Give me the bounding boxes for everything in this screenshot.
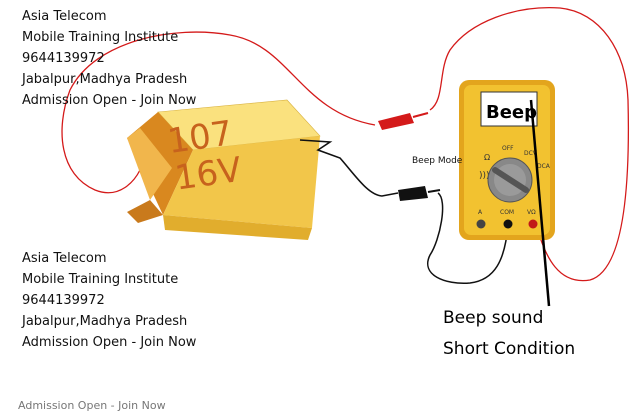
black-probe: [398, 186, 441, 201]
info-line: Admission Open - Join Now: [22, 93, 197, 108]
dial-label-dca: DCA: [537, 163, 551, 170]
dial-pointer: [492, 167, 529, 193]
info-line: Asia Telecom: [22, 9, 107, 24]
black-probe-wire: [427, 192, 509, 284]
info-line: Jabalpur,Madhya Pradesh: [22, 314, 188, 329]
ghost-text: Admission Open - Join Now: [18, 399, 166, 412]
port-v: [528, 219, 538, 229]
beep-symbol-icon: ))): [479, 171, 490, 181]
info-line: Admission Open - Join Now: [22, 335, 197, 350]
info-line: Asia Telecom: [22, 251, 107, 266]
info-line: Mobile Training Institute: [22, 272, 179, 287]
capacitor-value-text: 107: [165, 113, 235, 162]
dial-label-dcv: DCV: [524, 150, 538, 157]
caption-line-1: Beep sound: [443, 308, 544, 328]
port-label-a: A: [478, 209, 483, 216]
capacitor: 107 16V: [127, 99, 321, 240]
info-line: Mobile Training Institute: [22, 30, 179, 45]
beep-mode-label: Beep Mode: [412, 156, 463, 166]
info-line: 9644139972: [22, 51, 105, 66]
multimeter: Beep OFF DCV DCA Ω ))) A COM VΩ: [459, 80, 555, 240]
port-a: [476, 219, 486, 229]
callout-line: [529, 99, 551, 307]
port-label-v: VΩ: [527, 209, 536, 216]
institute-info-top: Asia Telecom Mobile Training Institute 9…: [22, 6, 196, 111]
dial-label-ohm: Ω: [484, 153, 490, 162]
institute-info-bottom: Asia Telecom Mobile Training Institute 9…: [22, 248, 196, 353]
dial-label-off: OFF: [502, 145, 514, 152]
caption: Beep sound Short Condition: [443, 303, 575, 365]
info-line: 9644139972: [22, 293, 105, 308]
meter-display-text: Beep: [486, 102, 537, 123]
red-probe-wire: [61, 31, 376, 194]
red-lead-wire: [429, 7, 630, 282]
red-probe: [378, 112, 429, 130]
capacitor-lead-wire: [299, 139, 399, 197]
port-com: [503, 219, 513, 229]
port-label-com: COM: [500, 209, 514, 216]
caption-line-2: Short Condition: [443, 339, 576, 359]
capacitor-voltage-text: 16V: [172, 150, 243, 199]
info-line: Jabalpur,Madhya Pradesh: [22, 72, 188, 87]
